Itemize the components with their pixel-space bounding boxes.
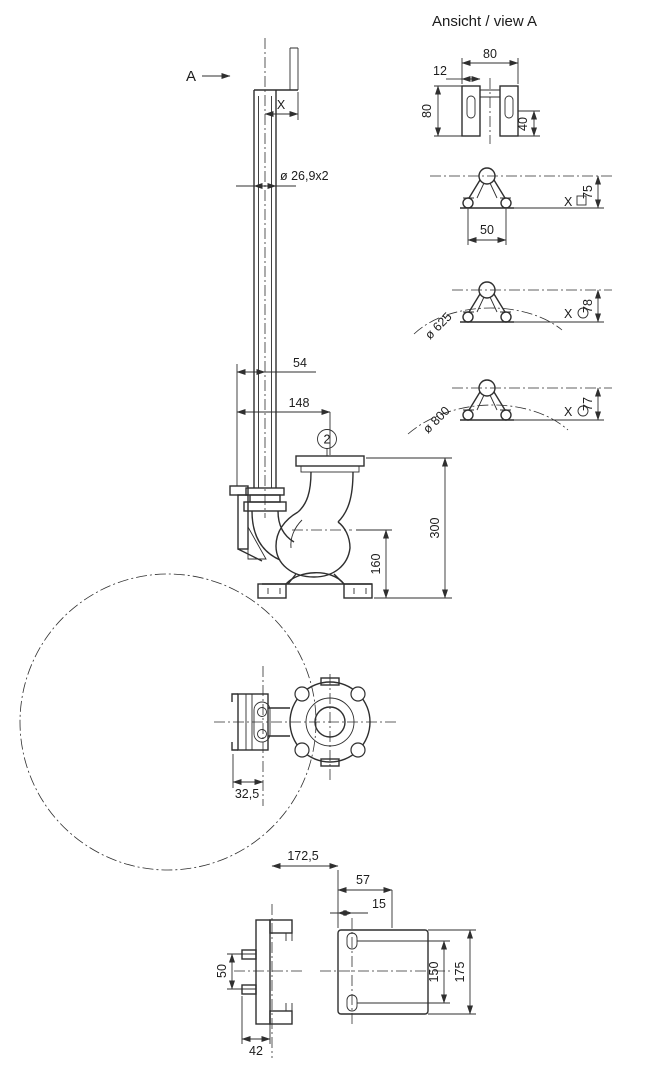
pipe-clamp-shape [459, 379, 515, 421]
dim-54-label: 54 [293, 356, 307, 370]
section-marker-label: A [186, 68, 196, 85]
view-a-title: Ansicht / view A [432, 13, 537, 30]
dim-150: 150 [357, 940, 450, 1004]
detail-clamp-625: ø 625 78 X [413, 281, 612, 343]
dim-bracket-40: 40 [516, 110, 540, 137]
dim-42: 42 [241, 996, 271, 1058]
riser-pipe [253, 38, 299, 518]
dim-148-label: 148 [289, 396, 310, 410]
dim-150-label: 150 [427, 962, 441, 983]
dim-clamp-77: 77 [514, 387, 604, 421]
dim-x-label: X [277, 98, 286, 112]
dim-300: 300 [366, 457, 452, 599]
dim-175-label: 175 [453, 962, 467, 983]
dim-clamp-78: 78 [514, 289, 604, 323]
dim-54: 54 [236, 356, 316, 486]
dim-bracket-80-left: 80 [420, 85, 462, 137]
dim-57: 57 [337, 873, 393, 928]
bottom-detail [234, 904, 452, 1058]
dim-clamp-75-label: 75 [581, 185, 595, 199]
dim-clamp-50-label: 50 [480, 223, 494, 237]
dim-172-5: 172,5 [271, 849, 339, 928]
x-round-text: X [564, 307, 573, 321]
detail-clamp-800: ø 800 77 X [407, 379, 612, 437]
dim-148: 148 [236, 396, 331, 455]
dim-clamp-77-label: 77 [581, 397, 595, 411]
round-pipe-icon [577, 307, 589, 319]
x-square-text: X [564, 195, 573, 209]
plan-view [214, 666, 398, 806]
pipe-clamp-shape [459, 281, 515, 323]
dim-50-bracket: 50 [215, 953, 256, 990]
dim-bracket-80-top-label: 80 [483, 47, 497, 61]
dim-57-label: 57 [356, 873, 370, 887]
dim-50-bracket-label: 50 [215, 964, 229, 978]
square-pipe-icon [576, 195, 587, 206]
pipe-clamp-shape [459, 167, 515, 209]
dim-clamp-50: 50 [467, 209, 507, 245]
pump-side-view [243, 455, 373, 599]
round-pipe-icon [577, 405, 589, 417]
dim-32-5: 32,5 [232, 754, 264, 801]
dim-15: 15 [330, 897, 386, 916]
pitch-circle-625-label: ø 625 [422, 310, 455, 343]
dim-160: 160 [356, 529, 392, 599]
section-marker-a: A [186, 68, 231, 85]
dim-bracket-80-left-label: 80 [420, 104, 434, 118]
dim-32-5-label: 32,5 [235, 787, 259, 801]
dim-172-5-label: 172,5 [287, 849, 318, 863]
dim-clamp-78-label: 78 [581, 299, 595, 313]
pitch-circle-800-label: ø 800 [420, 404, 453, 437]
dim-pipe-size: ø 26,9x2 [236, 169, 329, 189]
pipe-size-label: ø 26,9x2 [280, 169, 329, 183]
dim-bracket-12-label: 12 [433, 64, 447, 78]
dim-15-label: 15 [372, 897, 386, 911]
dim-x: X [264, 92, 299, 120]
dim-bracket-12: 12 [433, 64, 481, 82]
dim-bracket-40-label: 40 [516, 117, 530, 131]
detail-clamp-square: 75 X 50 [430, 167, 612, 245]
item-balloon: 2 [317, 429, 337, 456]
x-square-label: X [564, 195, 587, 209]
item-balloon-label: 2 [324, 433, 331, 447]
detail-bracket-front [461, 78, 519, 144]
dim-clamp-75: 75 [514, 175, 604, 209]
dim-42-label: 42 [249, 1044, 263, 1058]
wall-bracket-side [229, 485, 267, 562]
dim-160-label: 160 [369, 554, 383, 575]
dim-175: 175 [428, 929, 476, 1015]
x-round-label-625: X [564, 307, 589, 321]
dim-300-label: 300 [428, 518, 442, 539]
x-round-label-800: X [564, 405, 589, 419]
x-round-text: X [564, 405, 573, 419]
